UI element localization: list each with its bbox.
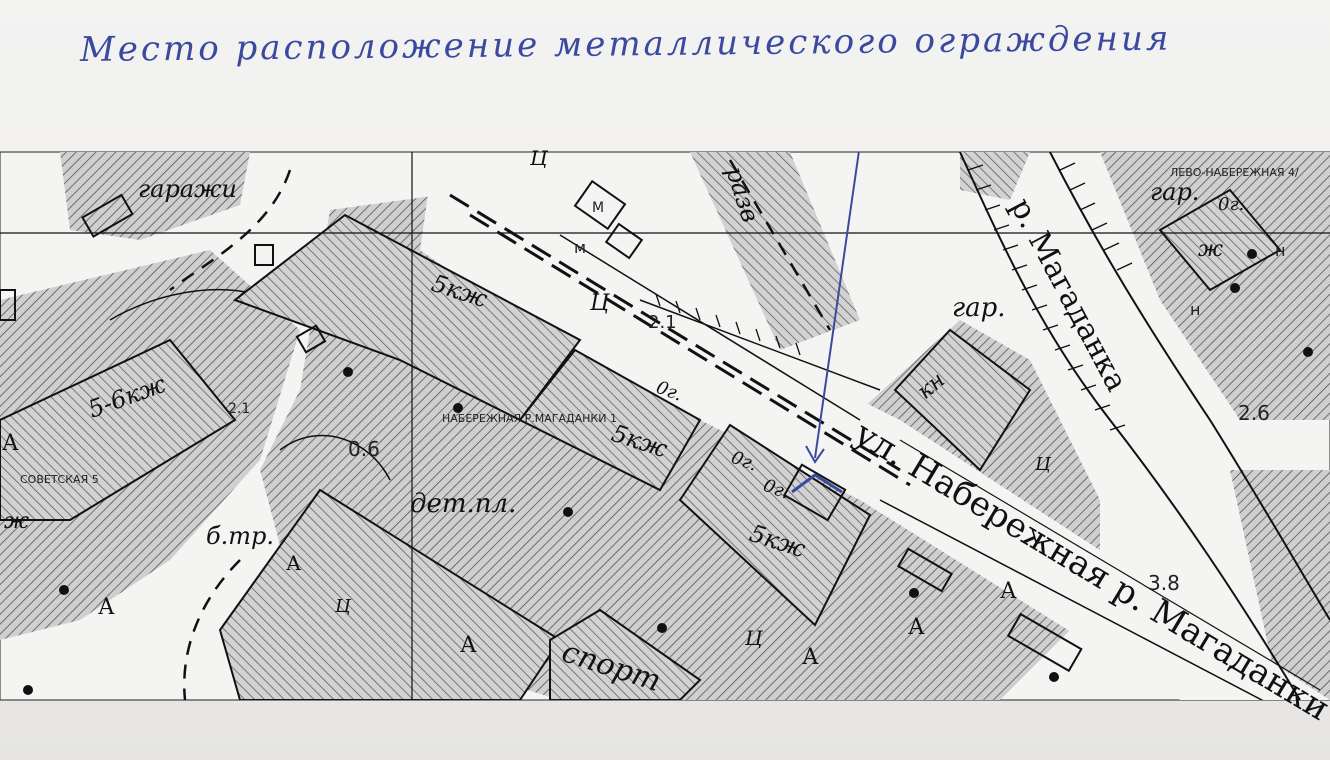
label-m-2: м: [574, 238, 586, 257]
address-naberezhnaya-1: НАБЕРЕЖНАЯ Р.МАГАДАНКИ 1: [442, 412, 617, 425]
razv-dash: [728, 159, 832, 331]
label-gar-center: гар.: [952, 293, 1006, 323]
label-ts-3: Ц: [334, 596, 352, 617]
label-m-1: М: [592, 200, 604, 216]
address-naberezhnaya-4: ЛЕВО-НАБЕРЕЖНАЯ 4/: [1170, 166, 1299, 179]
building-south: [218, 488, 562, 700]
hatched-zone-razv: [690, 152, 860, 350]
elevation-2-1: 2.1: [648, 312, 677, 333]
small-structures: [0, 179, 1083, 673]
left-road-dash-2: [183, 559, 241, 700]
street-edge-c: [899, 439, 1321, 691]
elevation-2-6: 2.6: [1238, 401, 1270, 425]
elevation-2-1b: 2.1: [228, 401, 250, 417]
elevation-3-8: 3.8: [1148, 571, 1180, 595]
label-n-1: н: [1275, 241, 1285, 260]
label-ts-1: Ц: [589, 291, 610, 316]
label-b-tr: б.тр.: [206, 522, 274, 550]
pen-marks: [791, 152, 860, 494]
left-road-dash: [169, 169, 292, 292]
point-markers: [23, 249, 1313, 695]
slope-arc: [279, 434, 391, 481]
label-garages: гаражи: [138, 175, 237, 203]
street-edge-b: [879, 499, 1264, 700]
river-bank-right: [1049, 152, 1330, 621]
label-ts-4: Ц: [744, 626, 764, 650]
building-5-6kzh: [0, 338, 237, 521]
label-a-2: А: [98, 595, 115, 620]
building-5kzh-east: [678, 423, 872, 627]
river-bank-left: [959, 152, 1301, 700]
label-zh: ж: [1198, 237, 1223, 262]
building-5kzh-middle: [518, 348, 702, 492]
pen-fence-outline: [791, 473, 843, 494]
building-kn: [893, 328, 1032, 472]
label-a-6: А: [908, 615, 925, 640]
address-sovetskaya: СОВЕТСКАЯ 5: [20, 473, 99, 486]
label-ts-5: Ц: [1034, 454, 1052, 475]
buildings: [0, 188, 1282, 700]
street-dashes: [449, 193, 911, 487]
label-a-1: А: [2, 431, 19, 456]
building-5kzh-north: [232, 213, 582, 422]
label-n-2: н: [1190, 300, 1200, 319]
embankment-line: [639, 299, 881, 391]
building-gar-right: [1158, 188, 1282, 292]
street-edge-a: [559, 234, 861, 421]
river-ticks: [967, 162, 1133, 431]
street-band: [420, 180, 1330, 700]
embankment-ticks: [655, 293, 801, 356]
label-zh-left: ж: [4, 509, 29, 534]
hatched-zone-topleft: [60, 152, 250, 240]
label-a-3: А: [460, 633, 477, 658]
label-ts-2: Ц: [529, 146, 549, 170]
label-children-playground: дет.пл.: [410, 489, 516, 519]
label-a-7: А: [1000, 579, 1017, 604]
label-a-4: А: [286, 551, 301, 575]
building-sport: [549, 608, 702, 700]
label-a-5: А: [802, 645, 819, 670]
elevation-0-6: 0.6: [348, 437, 380, 461]
label-og-4: 0г.: [1218, 194, 1244, 215]
hatched-zone-bottomright: [1230, 470, 1330, 700]
label-gar-right: гар.: [1150, 178, 1199, 206]
pen-pointer-arrow: [814, 152, 860, 459]
